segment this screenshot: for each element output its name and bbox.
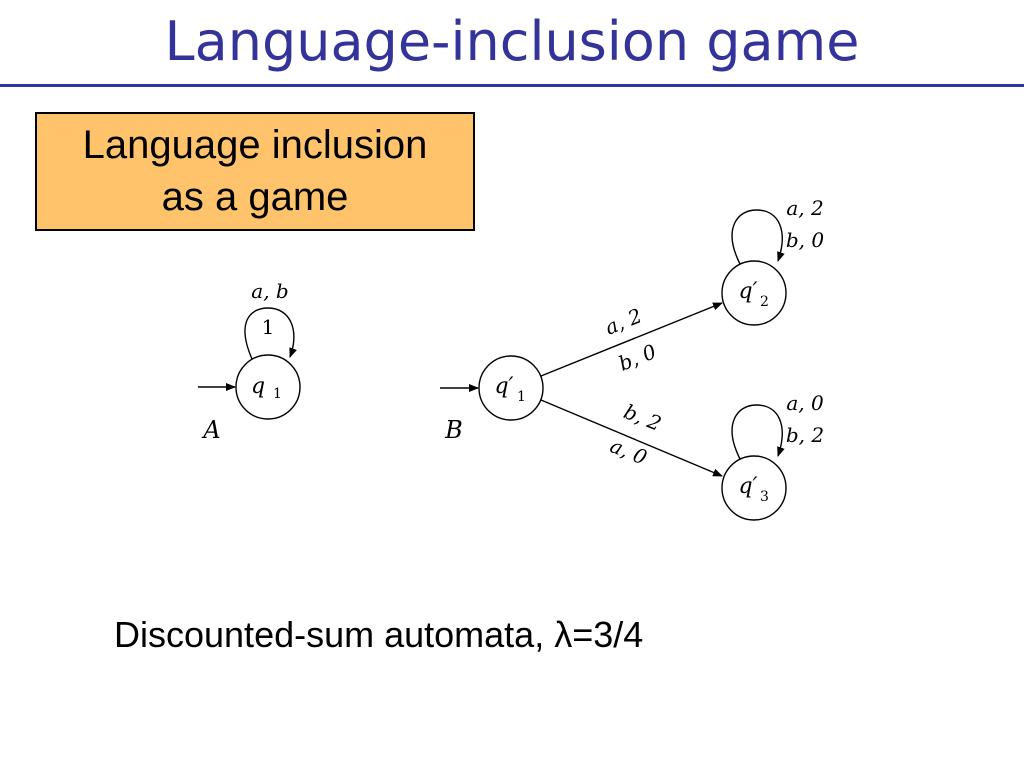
self-loop-q3-prime-label-2: b, 2 (786, 423, 824, 447)
self-loop-q2-prime-label-2: b, 0 (786, 228, 825, 252)
state-q3-prime-subscript: 3 (760, 489, 769, 505)
state-q1-label: q (251, 374, 265, 399)
callout-line-1: Language inclusion (82, 123, 428, 168)
state-q1-prime (478, 355, 544, 421)
self-loop-q2-prime (731, 209, 785, 265)
slide-title: Language-inclusion game (164, 10, 860, 73)
state-q2-prime (721, 260, 787, 326)
callout-line-2: as a game (161, 174, 349, 219)
state-q2-prime-label: q′ (738, 279, 757, 304)
automaton-a: q 1 A a, b 1 (198, 279, 301, 444)
state-q1-prime-label: q′ (494, 374, 513, 399)
caption-discounted-sum: Discounted-sum automata, λ=3/4 (114, 614, 644, 655)
self-loop-q1 (244, 307, 297, 360)
self-loop-q1-weight: 1 (262, 315, 275, 339)
state-q3-prime (721, 455, 787, 521)
edge-q1-to-q3-label-bottom: a, 0 (607, 433, 651, 469)
automaton-b-name: B (444, 416, 463, 444)
state-q1 (235, 354, 301, 420)
state-q1-subscript: 1 (273, 386, 282, 402)
self-loop-q3-prime-label-1: a, 0 (786, 391, 824, 415)
state-q2-prime-subscript: 2 (760, 294, 769, 310)
self-loop-q3-prime (731, 404, 785, 460)
automaton-a-name: A (201, 416, 220, 444)
edge-q1-to-q3 (540, 399, 723, 477)
automaton-b: q′ 1 q′ 2 q′ 3 B a, 2 b, 0 b, 2 a, 0 a, … (440, 196, 825, 521)
self-loop-q1-letters: a, b (251, 279, 288, 303)
callout-box: Language inclusion as a game (35, 112, 475, 231)
edge-q1-to-q2-label-bottom: b, 0 (615, 339, 660, 376)
self-loop-q2-prime-label-1: a, 2 (786, 196, 823, 220)
title-divider (0, 84, 1024, 87)
state-q3-prime-label: q′ (738, 474, 757, 499)
edge-q1-to-q2-label-top: a, 2 (602, 303, 646, 339)
edge-q1-to-q3-label-top: b, 2 (620, 399, 664, 436)
state-q1-prime-subscript: 1 (517, 389, 526, 405)
edge-q1-to-q2 (540, 302, 723, 377)
